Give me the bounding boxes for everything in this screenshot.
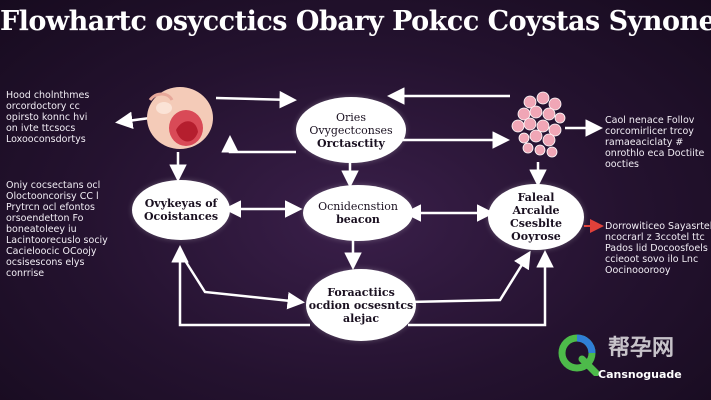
node-top: Ories Ovygectconses Orctasctity	[296, 97, 406, 163]
text-top-right: Caol nenace Follov corcomirlicer trcoy r…	[605, 115, 705, 170]
page-title: Flowhartc osycctics Obary Pokcc Coystas …	[0, 6, 711, 37]
text-top-left: Hood cholnthmes orcordoctory cc opirsto …	[6, 90, 90, 145]
stomach-illustration-icon	[147, 87, 213, 149]
text-bottom-right: Dorrowiticeo Sayasrtel ncocrarl z 3ccote…	[605, 221, 711, 276]
arrow-top-to-left	[221, 135, 296, 154]
text-mid-left: Oniy cocsectans ocl Oloctooncorisy CC l …	[6, 180, 108, 279]
arrow-to-left-text	[115, 111, 151, 130]
node-bottom: Foraactiics ocdion ocsesntcs alejac	[306, 269, 416, 341]
arrow-loop-left	[171, 245, 310, 327]
node-center: Ocnidecnstion beacon	[303, 185, 413, 241]
cell-cluster-icon	[511, 91, 566, 158]
arrow-stomach-to-top	[215, 90, 297, 109]
q-logo-icon	[558, 334, 600, 376]
watermark-label: Cansnoguade	[598, 368, 682, 381]
node-left: Ovykeyas of Ocoistances	[132, 180, 230, 240]
arrow-left-to-bottom	[184, 261, 305, 310]
node-right: Faleal Arcalde Csesblte Ooyrose	[488, 184, 584, 250]
arrow-loop-right	[408, 250, 554, 327]
watermark: 帮孕网 Cansnoguade	[556, 330, 706, 390]
watermark-cn: 帮孕网	[608, 336, 675, 361]
arrow-bottom-to-right	[407, 250, 531, 304]
